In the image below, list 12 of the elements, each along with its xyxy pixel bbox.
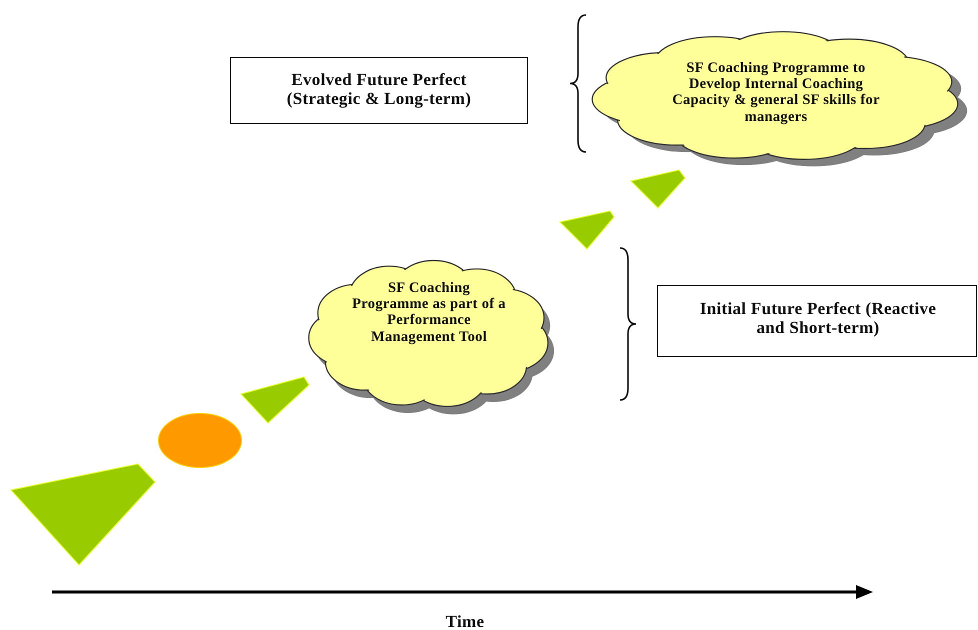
box-text: Evolved Future Perfect (Strategic & Long-term) [286, 70, 472, 108]
callout-text: SF Coaching Programme to Develop Internal Coaching Capacity & general SF skills for managers [671, 60, 881, 125]
text-box [230, 57, 528, 124]
triangle-marker [560, 211, 614, 249]
triangle-marker [631, 170, 685, 208]
triangle-marker [241, 377, 309, 423]
triangle-marker [11, 464, 155, 565]
text-box [657, 285, 977, 357]
axis-label: Time [444, 612, 486, 630]
circle-marker [158, 413, 242, 468]
callout-text: SF Coaching Programme as part of a Performance Management Tool [351, 280, 507, 345]
box-text: Initial Future Perfect (Reactive and Short-term) [698, 299, 938, 338]
